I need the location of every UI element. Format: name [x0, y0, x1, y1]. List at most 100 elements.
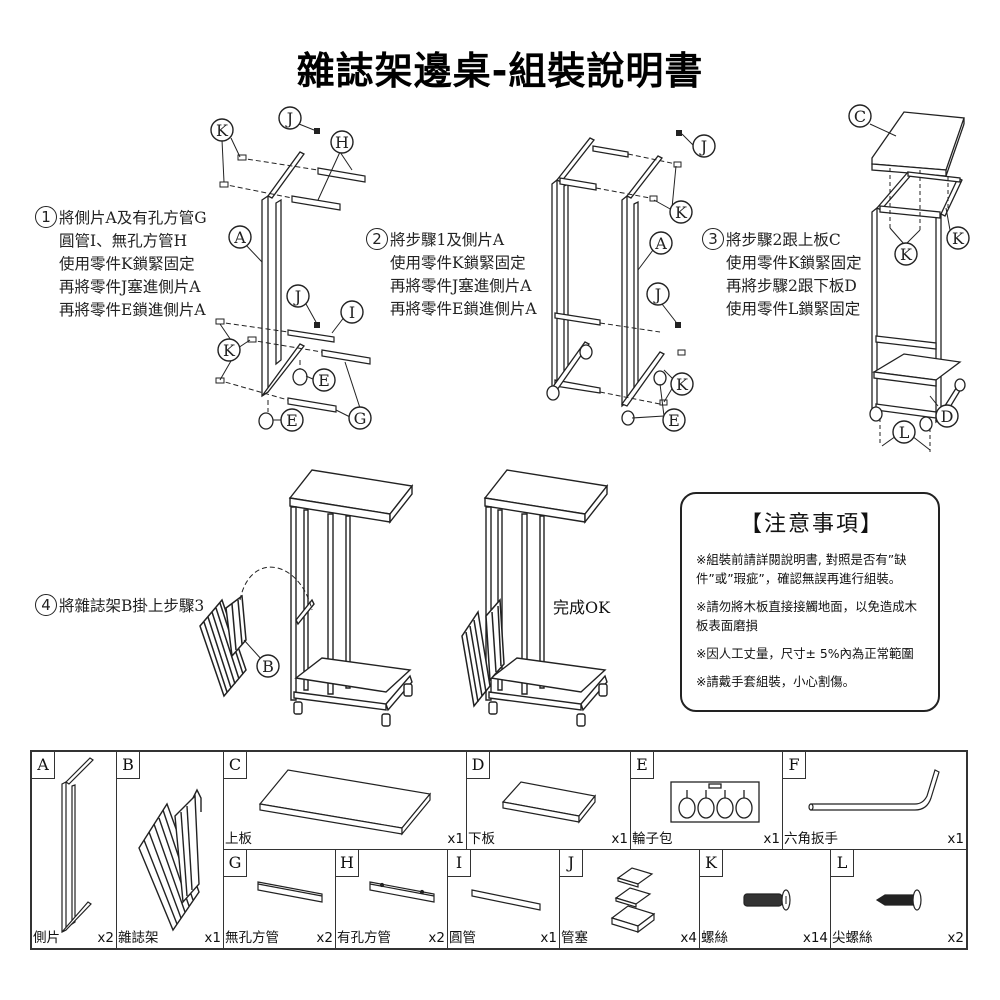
step-4-diagram: B — [0, 460, 1000, 750]
step-3-frame-drawing — [870, 112, 965, 431]
callout-circle — [218, 339, 240, 361]
part-quantity: x2 — [947, 930, 964, 946]
magazine-rack-loose-drawing — [200, 596, 246, 696]
callout-label: E — [668, 411, 680, 430]
callout-circle — [693, 135, 715, 157]
top-board-icon — [258, 769, 432, 836]
step-line: 將側片A及有孔方管G — [59, 209, 207, 227]
part-letter: G — [224, 850, 247, 877]
callout-circle — [947, 227, 969, 249]
part-quantity: x14 — [802, 930, 828, 946]
part-quantity: x4 — [680, 930, 697, 946]
callout-label: J — [653, 285, 661, 304]
callout-circle — [671, 373, 693, 395]
step-number: 2 — [366, 228, 388, 250]
part-quantity: x1 — [947, 831, 964, 847]
callout-label: I — [349, 303, 355, 322]
part-letter: I — [448, 850, 471, 877]
part-g: G 無孔方管 x2 — [224, 850, 336, 948]
notice-title: 【注意事項】 — [739, 512, 884, 537]
part-h: H 有孔方管 x2 — [336, 850, 448, 948]
step-1-diagram: K J H A J I K E E G — [0, 0, 1000, 470]
callout-circle — [647, 283, 669, 305]
callout-circle — [331, 131, 353, 153]
step-line: 將步驟2跟上板C — [726, 231, 841, 249]
callout-label: L — [899, 423, 910, 442]
callout-circle — [893, 421, 915, 443]
part-letter: D — [467, 752, 490, 779]
step-2-small-parts — [650, 130, 685, 405]
callout-label: D — [941, 407, 954, 426]
pointed-screw-icon — [875, 889, 922, 911]
tube-plug-icon — [610, 867, 656, 934]
part-letter: J — [560, 850, 583, 877]
step-1-callouts — [211, 107, 371, 431]
callout-label: J — [293, 287, 301, 306]
step-number: 1 — [35, 206, 57, 228]
notice-item: ※請勿將木板直接接觸地面，以免造成木板表面磨損 — [696, 599, 918, 633]
callout-circle — [281, 409, 303, 431]
part-name: 無孔方管 — [225, 930, 279, 946]
notice-item: ※因人工丈量，尺寸± 5%內為正常範圍 — [696, 646, 914, 661]
callout-label: K — [676, 375, 689, 394]
part-name: 圓管 — [449, 930, 476, 946]
step-line: 使用零件K鎖緊固定 — [59, 255, 195, 273]
part-quantity: x1 — [204, 930, 221, 946]
square-tube-holes-icon — [369, 881, 435, 903]
callout-circle — [650, 232, 672, 254]
step-line: 將雜誌架B掛上步驟3 — [59, 597, 205, 615]
leader-line — [244, 640, 262, 660]
leader-lines — [220, 124, 360, 420]
part-f: F 六角扳手 x1 — [783, 752, 966, 850]
callout-circle — [229, 226, 251, 248]
part-quantity: x2 — [428, 930, 445, 946]
part-letter: B — [117, 752, 140, 779]
step-3-callout-labels: C K K D L — [854, 107, 965, 442]
callout-label: C — [854, 107, 866, 126]
part-letter: C — [224, 752, 247, 779]
callout-circle — [670, 201, 692, 223]
guide-lines — [218, 158, 322, 412]
step-line: 再將零件J塞進側片A — [59, 278, 201, 296]
step-line: 再將零件E鎖進側片A — [59, 301, 206, 319]
small-parts — [216, 128, 320, 383]
step-2-callouts — [647, 135, 715, 431]
part-c: C 上板 x1 — [224, 752, 467, 850]
step-2-guide-lines — [596, 154, 676, 404]
callout-circle — [313, 369, 335, 391]
notice-box: 【注意事項】 ※組裝前請詳閱說明書, 對照是否有”缺件”或”瑕疵”，確認無誤再進… — [680, 492, 940, 712]
callout-circle — [287, 285, 309, 307]
tubes-drawing — [288, 168, 370, 412]
callout-label: A — [233, 228, 246, 247]
callout-circle — [849, 105, 871, 127]
part-letter: H — [336, 850, 359, 877]
side-frame-drawing — [262, 152, 304, 396]
part-name: 下板 — [468, 831, 495, 847]
callout-label: J — [699, 137, 707, 156]
callout-circle — [341, 301, 363, 323]
magazine-rack-icon — [138, 788, 202, 932]
part-quantity: x1 — [447, 831, 464, 847]
callout-label: G — [354, 409, 367, 428]
square-tube-icon — [257, 881, 323, 903]
part-e: E 輪子包 x1 — [631, 752, 783, 850]
step-3-callouts — [849, 105, 969, 443]
callout-circle — [349, 407, 371, 429]
caster-pack-icon — [670, 781, 760, 823]
callout-label: K — [675, 203, 688, 222]
step-2-frame-drawing — [547, 138, 666, 425]
part-letter: A — [32, 752, 55, 779]
step-line: 使用零件K鎖緊固定 — [390, 254, 526, 272]
part-name: 有孔方管 — [337, 930, 391, 946]
part-letter: E — [631, 752, 654, 779]
callout-label: K — [900, 245, 913, 264]
step-line: 將步驟1及側片A — [390, 231, 505, 249]
hang-arrow-path — [240, 567, 312, 610]
page-title: 雜誌架邊桌-組裝說明書 — [296, 49, 704, 93]
part-letter: L — [831, 850, 854, 877]
callout-circle — [663, 409, 685, 431]
part-quantity: x1 — [540, 930, 557, 946]
part-l: L 尖螺絲 x2 — [831, 850, 966, 948]
